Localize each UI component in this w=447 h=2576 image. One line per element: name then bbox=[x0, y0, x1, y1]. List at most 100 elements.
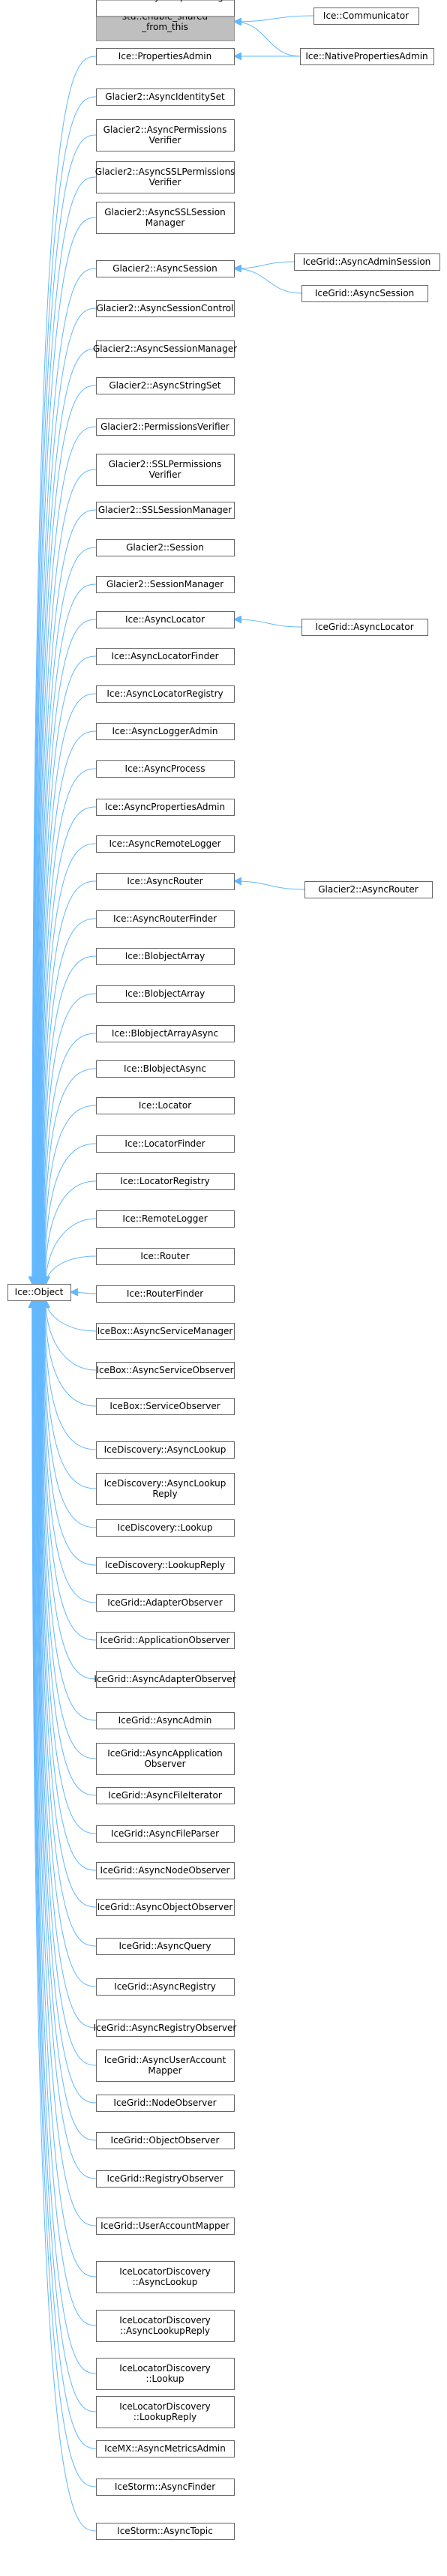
inheritance-edge bbox=[234, 22, 301, 57]
class-node-box bbox=[96, 418, 235, 436]
class-node[interactable]: IceLocatorDiscovery::LookupReply bbox=[96, 2396, 235, 2428]
class-node[interactable]: Glacier2::AsyncIdentitySet bbox=[96, 88, 235, 106]
class-node[interactable]: IceGrid::AsyncLocator bbox=[302, 619, 428, 636]
class-node-label: Ice::AsyncProcess bbox=[125, 763, 206, 774]
class-node[interactable]: IceStorm::AsyncTopic bbox=[96, 2523, 235, 2540]
class-node[interactable]: IceLocatorDiscovery::AsyncLookupReply bbox=[96, 2310, 235, 2342]
class-node[interactable]: IceDiscovery::AsyncLookup bbox=[96, 1441, 235, 1459]
class-node[interactable]: Ice::Communicator bbox=[314, 7, 419, 25]
class-node[interactable]: IceGrid::UserAccountMapper bbox=[96, 2218, 235, 2235]
class-node-box bbox=[96, 48, 235, 65]
class-node-box bbox=[96, 1862, 235, 1879]
class-node[interactable]: Ice::BlobjectAsync bbox=[96, 1060, 235, 1078]
class-node[interactable]: IceGrid::AsyncNodeObserver bbox=[96, 1862, 235, 1879]
class-node[interactable]: Ice::AsyncRemoteLogger bbox=[96, 835, 235, 853]
class-node[interactable]: IceLocatorDiscovery::AsyncLookup bbox=[96, 2261, 235, 2293]
class-node[interactable]: IceBox::AsyncServiceObserver bbox=[96, 1362, 235, 1379]
class-node-label: Glacier2::AsyncRouter bbox=[318, 884, 418, 895]
class-node[interactable]: Ice::BlobjectArray bbox=[96, 985, 235, 1003]
inheritance-edge bbox=[35, 348, 97, 1284]
class-node-label: Glacier2::AsyncSessionControl bbox=[97, 303, 234, 313]
class-node[interactable]: IceBox::ServiceObserver bbox=[96, 1398, 235, 1415]
class-node[interactable]: Glacier2::SSLSessionManager bbox=[96, 502, 235, 519]
class-node[interactable]: Glacier2::AsyncSessionManager bbox=[93, 340, 237, 358]
class-node[interactable]: IceStorm::AsyncTopicManager bbox=[96, 0, 235, 17]
class-node[interactable]: Glacier2::AsyncSession bbox=[96, 260, 235, 277]
class-node[interactable]: IceGrid::AsyncFileParser bbox=[96, 1825, 235, 1843]
class-node[interactable]: Glacier2::SessionManager bbox=[96, 576, 235, 593]
class-node[interactable]: IceLocatorDiscovery::Lookup bbox=[96, 2358, 235, 2390]
class-node-box bbox=[96, 1632, 235, 1649]
class-node[interactable]: Ice::AsyncProcess bbox=[96, 760, 235, 778]
class-node[interactable]: IceGrid::AsyncFileIterator bbox=[96, 1787, 235, 1804]
class-node-box bbox=[302, 285, 428, 302]
class-node[interactable]: Ice::AsyncLoggerAdmin bbox=[96, 723, 235, 740]
inheritance-edge bbox=[44, 1300, 97, 1489]
class-node[interactable]: IceMX::AsyncMetricsAdmin bbox=[96, 2440, 235, 2458]
inheritance-edge bbox=[32, 1300, 97, 2532]
class-node[interactable]: IceBox::AsyncServiceManager bbox=[96, 1323, 235, 1340]
class-node[interactable]: Ice::LocatorFinder bbox=[96, 1135, 235, 1153]
class-node[interactable]: IceGrid::RegistryObserver bbox=[96, 2170, 235, 2188]
class-node[interactable]: Ice::Object bbox=[8, 1284, 71, 1301]
class-node-label: Glacier2::SSLSessionManager bbox=[98, 505, 232, 515]
class-node[interactable]: Glacier2::AsyncSessionControl bbox=[96, 300, 235, 317]
class-node[interactable]: IceGrid::ObjectObserver bbox=[96, 2132, 235, 2149]
class-node[interactable]: Ice::AsyncRouterFinder bbox=[96, 910, 235, 928]
class-node[interactable]: Glacier2::AsyncStringSet bbox=[96, 377, 235, 394]
class-node[interactable]: Ice::Router bbox=[96, 1248, 235, 1265]
class-node[interactable]: IceDiscovery::AsyncLookupReply bbox=[96, 1473, 235, 1505]
class-node[interactable]: Ice::AsyncRouter bbox=[96, 873, 235, 890]
class-node[interactable]: Glacier2::AsyncRouter bbox=[304, 881, 433, 898]
class-node[interactable]: IceGrid::ApplicationObserver bbox=[96, 1632, 235, 1649]
inheritance-edge bbox=[234, 268, 302, 294]
class-node[interactable]: IceGrid::AsyncAdminSession bbox=[294, 253, 440, 271]
class-node[interactable]: Ice::BlobjectArray bbox=[96, 948, 235, 965]
class-node[interactable]: Ice::BlobjectArrayAsync bbox=[96, 1025, 235, 1042]
class-node[interactable]: IceGrid::AsyncAdapterObserver bbox=[94, 1671, 236, 1688]
class-node[interactable]: Ice::AsyncLocatorRegistry bbox=[96, 685, 235, 703]
class-node-box bbox=[96, 1519, 235, 1537]
class-node[interactable]: Ice::Locator bbox=[96, 1097, 235, 1114]
class-node[interactable]: Ice::LocatorRegistry bbox=[96, 1173, 235, 1190]
class-node-box bbox=[96, 1825, 235, 1843]
class-node[interactable]: Ice::AsyncLocator bbox=[96, 611, 235, 628]
class-node-box bbox=[96, 202, 235, 234]
class-node[interactable]: Ice::PropertiesAdmin bbox=[96, 48, 235, 65]
class-node[interactable]: IceGrid::AsyncQuery bbox=[96, 1938, 235, 1955]
class-node[interactable]: Glacier2::Session bbox=[96, 539, 235, 556]
inheritance-edge bbox=[33, 96, 97, 1284]
class-node-label: Mapper bbox=[148, 2065, 182, 2076]
class-node[interactable]: Ice::NativePropertiesAdmin bbox=[300, 48, 434, 65]
class-node-label: IceLocatorDiscovery bbox=[119, 2315, 211, 2326]
class-node-box bbox=[96, 910, 235, 928]
class-node[interactable]: IceGrid::AsyncRegistry bbox=[96, 1978, 235, 1996]
class-node[interactable]: Glacier2::PermissionsVerifier bbox=[96, 418, 235, 436]
class-node[interactable]: IceGrid::AdapterObserver bbox=[96, 1594, 235, 1612]
class-node[interactable]: Ice::AsyncPropertiesAdmin bbox=[96, 799, 235, 816]
class-node[interactable]: IceGrid::AsyncRegistryObserver bbox=[94, 2020, 237, 2037]
class-node[interactable]: IceGrid::AsyncObjectObserver bbox=[96, 1899, 235, 1916]
class-node[interactable]: IceGrid::AsyncAdmin bbox=[96, 1712, 235, 1729]
class-node-box bbox=[96, 1671, 235, 1688]
inheritance-edge bbox=[45, 1300, 97, 1450]
class-node[interactable]: IceDiscovery::LookupReply bbox=[96, 1557, 235, 1574]
class-node-label: IceGrid::AsyncNodeObserver bbox=[100, 1865, 230, 1876]
class-node[interactable]: IceStorm::AsyncFinder bbox=[96, 2479, 235, 2496]
class-node[interactable]: IceGrid::NodeObserver bbox=[96, 2095, 235, 2112]
class-node[interactable]: IceGrid::AsyncSession bbox=[302, 285, 428, 302]
inheritance-edge bbox=[40, 768, 97, 1284]
class-node-label: Ice::BlobjectArrayAsync bbox=[112, 1028, 218, 1039]
class-node[interactable]: Ice::AsyncLocatorFinder bbox=[96, 648, 235, 665]
class-node-box bbox=[96, 88, 235, 106]
inheritance-edge bbox=[44, 1033, 97, 1284]
class-node[interactable]: Ice::RemoteLogger bbox=[96, 1210, 235, 1228]
class-node[interactable]: Ice::RouterFinder bbox=[96, 1285, 235, 1303]
class-node[interactable]: IceDiscovery::Lookup bbox=[96, 1519, 235, 1537]
